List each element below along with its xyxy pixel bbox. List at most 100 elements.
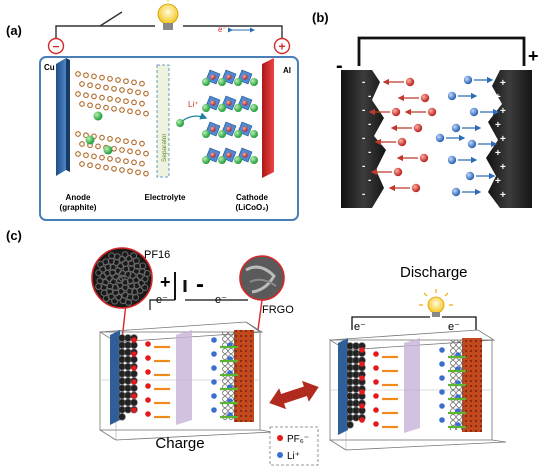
- oxygen-atom: [226, 100, 232, 106]
- pf16-bead: [133, 262, 141, 270]
- charge-minus-sign: -: [196, 271, 204, 298]
- li-atom: [93, 111, 103, 121]
- negative-charge-sign: -: [362, 161, 365, 172]
- pf6-ion: [359, 417, 365, 423]
- li-ion: [439, 389, 445, 395]
- pf6-legend-label: PF₆⁻: [287, 434, 309, 445]
- pf16-bead: [143, 270, 151, 278]
- pf6-ion: [131, 393, 137, 399]
- positive-charge-sign: +: [500, 78, 506, 89]
- graphite-ring: [115, 157, 121, 163]
- pf16-bead: [136, 287, 144, 295]
- oxygen-atom: [210, 100, 216, 106]
- pf6-ion: [373, 407, 379, 413]
- panel-b-positive-sign: +: [528, 46, 539, 66]
- positive-charge-sign: +: [495, 120, 501, 131]
- anion: [451, 187, 461, 197]
- graphite-ring: [111, 165, 117, 172]
- pf16-bead: [95, 269, 103, 277]
- negative-terminal: [47, 37, 65, 55]
- li-ion: [439, 403, 445, 409]
- li-ion: [211, 379, 217, 385]
- cation: [411, 183, 421, 193]
- graphite-ring: [95, 103, 101, 110]
- graphite-ring: [135, 109, 141, 116]
- pf16-bead: [102, 294, 110, 302]
- graphite-ring: [115, 77, 121, 83]
- li-ion-label: Li⁺: [188, 100, 198, 109]
- li-atom: [202, 104, 210, 112]
- anion: [451, 123, 461, 133]
- circuit-wire-left: [55, 25, 155, 54]
- li-atom: [218, 78, 226, 86]
- anion: [463, 75, 473, 85]
- li-atom: [250, 130, 258, 138]
- anion: [469, 107, 479, 117]
- cation: [391, 107, 401, 117]
- graphite-ring: [83, 132, 89, 139]
- graphite-ring: [111, 105, 117, 112]
- discharge-pf16-beads: [346, 342, 366, 429]
- discharge-electron-left: e⁻: [354, 321, 366, 333]
- negative-charge-sign: -: [368, 91, 371, 102]
- graphite-ring: [135, 169, 141, 176]
- pf6-ion: [373, 421, 379, 427]
- pf6-ion: [131, 407, 137, 413]
- light-bulb-icon: [157, 0, 179, 30]
- graphite-ring: [103, 84, 109, 91]
- charge-anode-plate: [110, 330, 120, 425]
- pf16-bead: [125, 298, 133, 306]
- oxygen-atom: [242, 126, 248, 132]
- pf6-ion: [373, 365, 379, 371]
- panel-b-tag: (b): [312, 10, 329, 25]
- graphite-ring: [143, 110, 149, 117]
- separator-label: Separator: [161, 133, 168, 162]
- li-ion: [211, 351, 217, 357]
- li-atom: [234, 156, 242, 164]
- separator: [156, 64, 170, 178]
- pf6-ion: [373, 393, 379, 399]
- charge-cell: [98, 321, 273, 441]
- anion: [447, 91, 457, 101]
- graphite-ring: [95, 163, 101, 170]
- pf16-label: PF16: [144, 249, 170, 261]
- cation: [427, 107, 437, 117]
- li-atom: [250, 104, 258, 112]
- anion: [465, 171, 475, 181]
- pf16-bead: [130, 370, 138, 378]
- negative-charge-sign: -: [368, 147, 371, 158]
- negative-charge-sign: -: [368, 119, 371, 130]
- li-atom: [202, 130, 210, 138]
- graphite-ring: [83, 92, 89, 99]
- cation: [419, 153, 429, 163]
- oxygen-atom: [242, 100, 248, 106]
- pf16-bead: [108, 252, 116, 260]
- circuit-switch: [99, 11, 123, 27]
- discharge-cathode-frgo: [462, 338, 482, 432]
- charge-separator: [176, 330, 192, 425]
- li-atom: [234, 78, 242, 86]
- cathode-plate: [262, 58, 274, 178]
- panel-c: (c) PF16 FRGO + - e⁻ e⁻: [6, 228, 507, 466]
- discharge-wire-left: [351, 316, 430, 330]
- pf16-bead: [130, 252, 138, 260]
- graphite-ring: [139, 80, 145, 87]
- graphite-ring: [135, 149, 141, 156]
- positive-charge-sign: +: [495, 148, 501, 159]
- pf6-ion: [131, 337, 137, 343]
- graphite-ring: [131, 79, 137, 86]
- positive-charge-sign: +: [500, 190, 506, 201]
- oxygen-atom: [242, 74, 248, 80]
- graphite-ring: [83, 72, 89, 79]
- pf6-ion: [359, 389, 365, 395]
- graphite-ring: [123, 138, 129, 145]
- frgo-pointer: [257, 299, 263, 331]
- graphite-ring: [143, 170, 149, 177]
- positive-charge-sign: +: [500, 106, 506, 117]
- panel-a-tag: (a): [6, 23, 22, 38]
- pf16-bead: [111, 297, 119, 305]
- pf6-ion: [145, 411, 151, 417]
- li-atom: [250, 78, 258, 86]
- graphite-ring: [107, 155, 113, 162]
- discharge-electron-right: e⁻: [448, 321, 460, 333]
